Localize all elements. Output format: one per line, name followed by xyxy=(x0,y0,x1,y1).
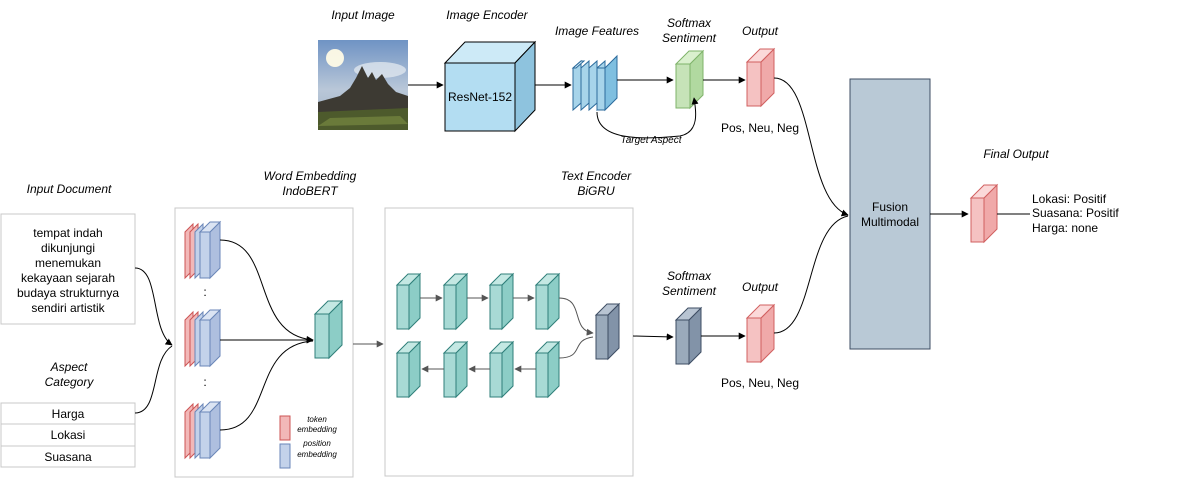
aspect-category-label: Aspect xyxy=(50,360,88,374)
aspect-list: Harga Lokasi Suasana xyxy=(0,402,136,468)
document-line: sendiri artistik xyxy=(31,301,105,315)
target-aspect-label: Target Aspect xyxy=(621,135,683,146)
legend-token-label-2: embedding xyxy=(297,425,337,434)
aspect-item: Lokasi xyxy=(51,428,86,442)
ellipsis-dots: : xyxy=(203,285,206,299)
aspect-item: Suasana xyxy=(44,450,92,464)
text-softmax-block xyxy=(674,306,703,366)
text-softmax-label: Softmax xyxy=(667,269,712,283)
legend-token-label: token xyxy=(307,415,327,424)
input-document-label: Input Document xyxy=(27,182,112,196)
embedding-stack-mid xyxy=(184,308,222,368)
text-encoder-label: Text Encoder xyxy=(561,169,632,183)
final-output-line: Suasana: Positif xyxy=(1032,206,1119,220)
final-output-line: Lokasi: Positif xyxy=(1032,192,1107,206)
embedding-output-block xyxy=(313,299,344,360)
image-softmax-label-2: Sentiment xyxy=(662,31,717,45)
word-embedding-label: Word Embedding xyxy=(264,169,357,183)
text-softmax-label-2: Sentiment xyxy=(662,284,717,298)
resnet-label: ResNet-152 xyxy=(448,90,512,104)
text-output-block xyxy=(745,303,776,364)
legend-position-swatch xyxy=(279,443,291,469)
ellipsis-dots: : xyxy=(203,375,206,389)
backward-gru-row xyxy=(395,340,561,399)
input-image-label: Input Image xyxy=(331,8,395,22)
document-box: tempat indah dikunjungi menemukan kekaya… xyxy=(0,213,136,325)
document-line: kekayaan sejarah xyxy=(21,271,115,285)
image-features-label: Image Features xyxy=(555,24,639,38)
embedding-stack-bottom xyxy=(184,400,222,460)
fusion-block xyxy=(849,78,931,350)
document-line: budaya strukturnya xyxy=(17,286,119,300)
image-features-stack xyxy=(571,54,618,112)
text-classes-label: Pos, Neu, Neg xyxy=(721,376,799,390)
document-line: tempat indah xyxy=(33,226,102,240)
final-output-line: Harga: none xyxy=(1032,221,1098,235)
image-encoder-label: Image Encoder xyxy=(446,8,528,22)
final-output-block xyxy=(969,183,999,244)
resnet-encoder: ResNet-152 xyxy=(443,40,537,133)
document-line: menemukan xyxy=(35,256,101,270)
image-softmax-block xyxy=(674,49,705,110)
final-output-label: Final Output xyxy=(983,147,1049,161)
embedding-stack-top xyxy=(184,220,222,280)
input-photo xyxy=(318,40,408,130)
image-output-label: Output xyxy=(742,24,779,38)
bigru-output-block xyxy=(594,302,621,361)
bigru-label: BiGRU xyxy=(577,184,615,198)
image-classes-label: Pos, Neu, Neg xyxy=(721,121,799,135)
aspect-category-label-2: Category xyxy=(45,375,95,389)
aspect-item: Harga xyxy=(52,407,85,421)
document-line: dikunjungi xyxy=(41,241,95,255)
forward-gru-row xyxy=(395,272,561,331)
text-output-label: Output xyxy=(742,280,779,294)
multimodal-label: Multimodal xyxy=(861,215,919,229)
image-output-block xyxy=(745,47,776,108)
indobert-label: IndoBERT xyxy=(282,184,339,198)
fusion-label: Fusion xyxy=(872,200,908,214)
legend-position-label: position xyxy=(302,439,331,448)
legend-position-label-2: embedding xyxy=(297,450,337,459)
legend-token-swatch xyxy=(279,415,291,441)
image-softmax-label: Softmax xyxy=(667,16,712,30)
